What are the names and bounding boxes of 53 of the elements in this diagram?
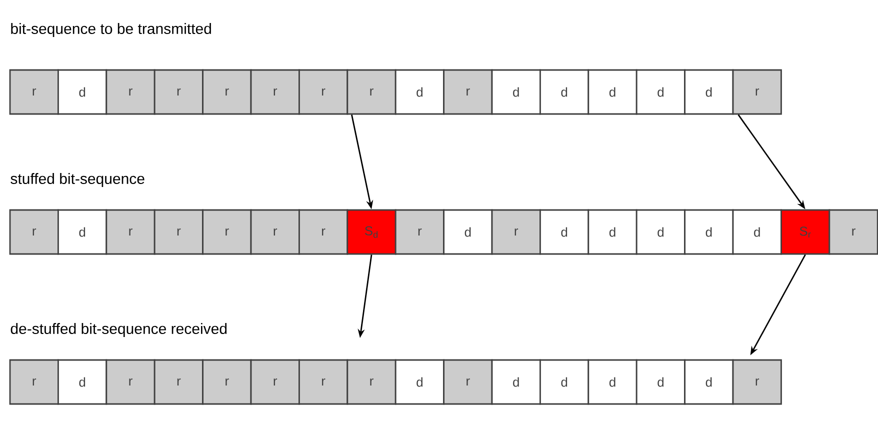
- bit-cell: r: [732, 69, 782, 115]
- bit-cell: r: [9, 69, 59, 115]
- bit-cell: r: [346, 69, 396, 115]
- bit-cell: r: [106, 209, 156, 255]
- bit-cell: r: [154, 209, 204, 255]
- bit-cell: d: [588, 209, 638, 255]
- bit-cell: d: [491, 359, 541, 405]
- bit-cell: r: [202, 209, 252, 255]
- bit-cell: d: [684, 209, 734, 255]
- bit-cell: r: [154, 359, 204, 405]
- bit-cell: r: [346, 359, 396, 405]
- bit-cell: d: [684, 69, 734, 115]
- bit-cell: r: [106, 69, 156, 115]
- row-title: bit-sequence to be transmitted: [11, 23, 211, 37]
- bit-cell: d: [540, 69, 590, 115]
- bit-cell: d: [588, 69, 638, 115]
- bit-cell: d: [684, 359, 734, 405]
- bit-cell: d: [443, 209, 493, 255]
- bit-cell: r: [106, 359, 156, 405]
- bit-cell: d: [394, 359, 444, 405]
- bit-cell: r: [202, 359, 252, 405]
- bit-cell: d: [540, 209, 590, 255]
- bit-cell: r: [250, 359, 300, 405]
- bit-cell: d: [732, 209, 782, 255]
- row-title: de-stuffed bit-sequence received: [10, 323, 227, 337]
- bit-cell: S$_{d}$: [346, 209, 396, 255]
- row-title: stuffed bit-sequence: [10, 173, 144, 187]
- bit-cell: d: [58, 69, 108, 115]
- bit-cell: r: [298, 359, 348, 405]
- bit-cell: r: [250, 69, 300, 115]
- bit-cell: r: [202, 69, 252, 115]
- bit-cell: r: [394, 209, 444, 255]
- bit-cell: r: [828, 209, 878, 255]
- bit-cell: d: [394, 69, 444, 115]
- bit-cell: r: [298, 209, 348, 255]
- bit-cell: r: [732, 359, 782, 405]
- bit-cell: d: [588, 359, 638, 405]
- bit-cell: d: [636, 209, 686, 255]
- bit-cell: r: [9, 359, 59, 405]
- bit-cell: r: [443, 69, 493, 115]
- bit-cell: r: [154, 69, 204, 115]
- bit-cell: r: [443, 359, 493, 405]
- bit-cell: r: [9, 209, 59, 255]
- bit-cell: r: [491, 209, 541, 255]
- bit-cell: d: [58, 209, 108, 255]
- bit-cell: d: [58, 359, 108, 405]
- bit-cell: r: [250, 209, 300, 255]
- bit-cell: d: [636, 359, 686, 405]
- bit-cell: S$_{r}$: [780, 209, 830, 255]
- bit-cell: d: [491, 69, 541, 115]
- bit-cell: d: [636, 69, 686, 115]
- bit-cell: d: [540, 359, 590, 405]
- bit-cell: r: [298, 69, 348, 115]
